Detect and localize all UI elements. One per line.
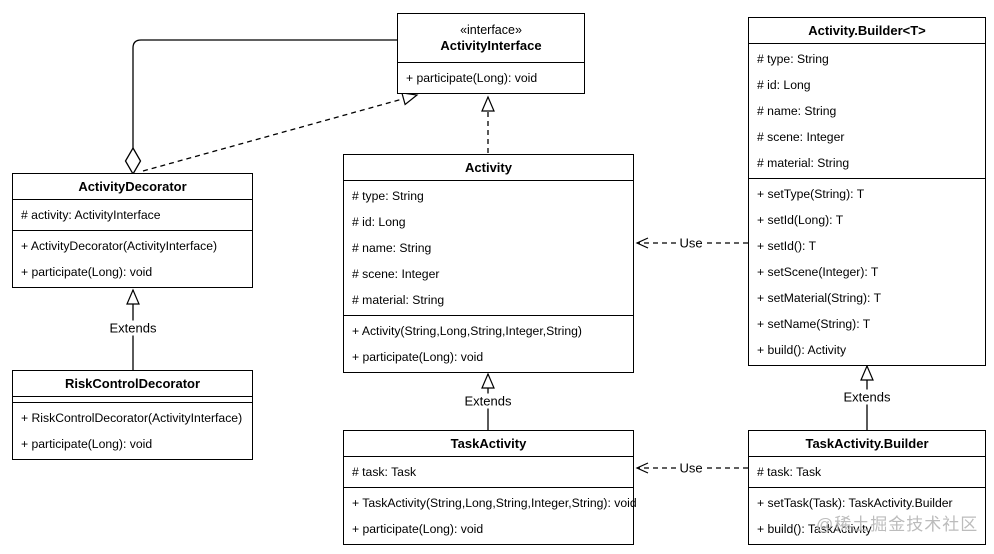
class-member: + setId(): T: [757, 239, 817, 253]
methods-section: + setTask(Task): TaskActivity.Builder + b…: [749, 487, 985, 544]
class-member: + participate(Long): void: [21, 437, 153, 451]
methods-section: + Activity(String,Long,String,Integer,St…: [344, 315, 633, 372]
class-member: # material: String: [352, 293, 445, 307]
class-member: + participate(Long): void: [21, 265, 153, 279]
fields-section: # type: String # id: Long # name: String # …: [344, 180, 633, 315]
class-member: + setId(Long): T: [757, 213, 844, 227]
class-title-activityinterface: «interface» ActivityInterface: [398, 14, 584, 62]
extends-label-taskactivitybuilder: Extends: [840, 389, 894, 405]
stereotype-label: «interface»: [460, 23, 522, 37]
class-member: + setMaterial(String): T: [757, 291, 882, 305]
methods-section: + ActivityDecorator(ActivityInterface) + …: [13, 230, 252, 287]
class-title-activitydecorator: ActivityDecorator: [78, 179, 187, 194]
class-box-activityinterface: «interface» ActivityInterface + particip…: [397, 13, 585, 94]
class-member: # scene: Integer: [352, 267, 440, 281]
class-name: ActivityInterface: [440, 38, 542, 53]
class-member: + setName(String): T: [757, 317, 871, 331]
methods-section: + setType(String): T + setId(Long): T + se…: [749, 178, 985, 365]
class-box-riskcontroldecorator: RiskControlDecorator + RiskControlDecora…: [12, 370, 253, 460]
fields-section: # task: Task: [344, 456, 633, 487]
class-member: + ActivityDecorator(ActivityInterface): [21, 239, 218, 253]
class-member: # task: Task: [352, 465, 417, 479]
class-member: + setTask(Task): TaskActivity.Builder: [757, 496, 953, 510]
class-box-activity: Activity # type: String # id: Long # name:…: [343, 154, 634, 373]
class-box-activity-builder: Activity.Builder<T> # type: String # id: …: [748, 17, 986, 366]
class-member: + participate(Long): void: [406, 71, 538, 85]
class-title-riskcontroldecorator: RiskControlDecorator: [64, 376, 201, 391]
fields-section-empty: [13, 396, 252, 402]
class-member: + setType(String): T: [757, 187, 865, 201]
class-title-taskactivity: TaskActivity: [450, 436, 527, 451]
class-title-taskactivity-builder: TaskActivity.Builder: [805, 436, 929, 451]
methods-section: + TaskActivity(String,Long,String,Intege…: [344, 487, 637, 544]
class-box-taskactivity-builder: TaskActivity.Builder # task: Task + setT…: [748, 430, 986, 545]
class-member: # scene: Integer: [757, 130, 845, 144]
site-watermark: @稀土掘金技术社区: [816, 515, 979, 534]
class-member: # type: String: [352, 189, 424, 203]
methods-section: + RiskControlDecorator(ActivityInterface…: [13, 402, 252, 459]
class-member: # type: String: [757, 52, 829, 66]
class-box-activitydecorator: ActivityDecorator # activity: ActivityIn…: [12, 173, 253, 288]
class-member: + participate(Long): void: [352, 522, 484, 536]
class-member: + build(): TaskActivity: [757, 522, 872, 536]
use-label-taskactivitybuilder: Use: [676, 460, 706, 476]
class-member: + build(): Activity: [757, 343, 847, 357]
class-member: # name: String: [757, 104, 837, 118]
fields-section: # activity: ActivityInterface: [13, 199, 252, 230]
aggregation-line-activitydecorator-to-activityinterface: [132, 39, 397, 148]
extends-label-taskactivity: Extends: [461, 393, 515, 409]
class-member: + setScene(Integer): T: [757, 265, 879, 279]
class-member: # activity: ActivityInterface: [21, 208, 161, 222]
class-member: + participate(Long): void: [352, 350, 484, 364]
fields-section: # type: String # id: Long # name: String # …: [749, 43, 985, 178]
methods-section: + participate(Long): void: [398, 62, 584, 93]
class-member: # material: String: [757, 156, 850, 170]
extends-label-riskcontroldecorator: Extends: [106, 320, 160, 336]
class-title-activity-builder: Activity.Builder<T>: [808, 23, 926, 38]
class-member: + RiskControlDecorator(ActivityInterface…: [21, 411, 243, 425]
class-member: # id: Long: [352, 215, 406, 229]
class-member: # name: String: [352, 241, 432, 255]
aggregation-diamond-icon: [124, 146, 142, 176]
class-member: + Activity(String,Long,String,Integer,St…: [352, 324, 582, 338]
class-box-taskactivity: TaskActivity # task: Task + TaskActivity…: [343, 430, 637, 545]
class-member: + TaskActivity(String,Long,String,Intege…: [352, 496, 637, 510]
fields-section: # task: Task: [749, 456, 985, 487]
use-label-activitybuilder: Use: [676, 235, 706, 251]
class-title-activity: Activity: [465, 160, 512, 175]
class-member: # task: Task: [757, 465, 822, 479]
class-member: # id: Long: [757, 78, 811, 92]
